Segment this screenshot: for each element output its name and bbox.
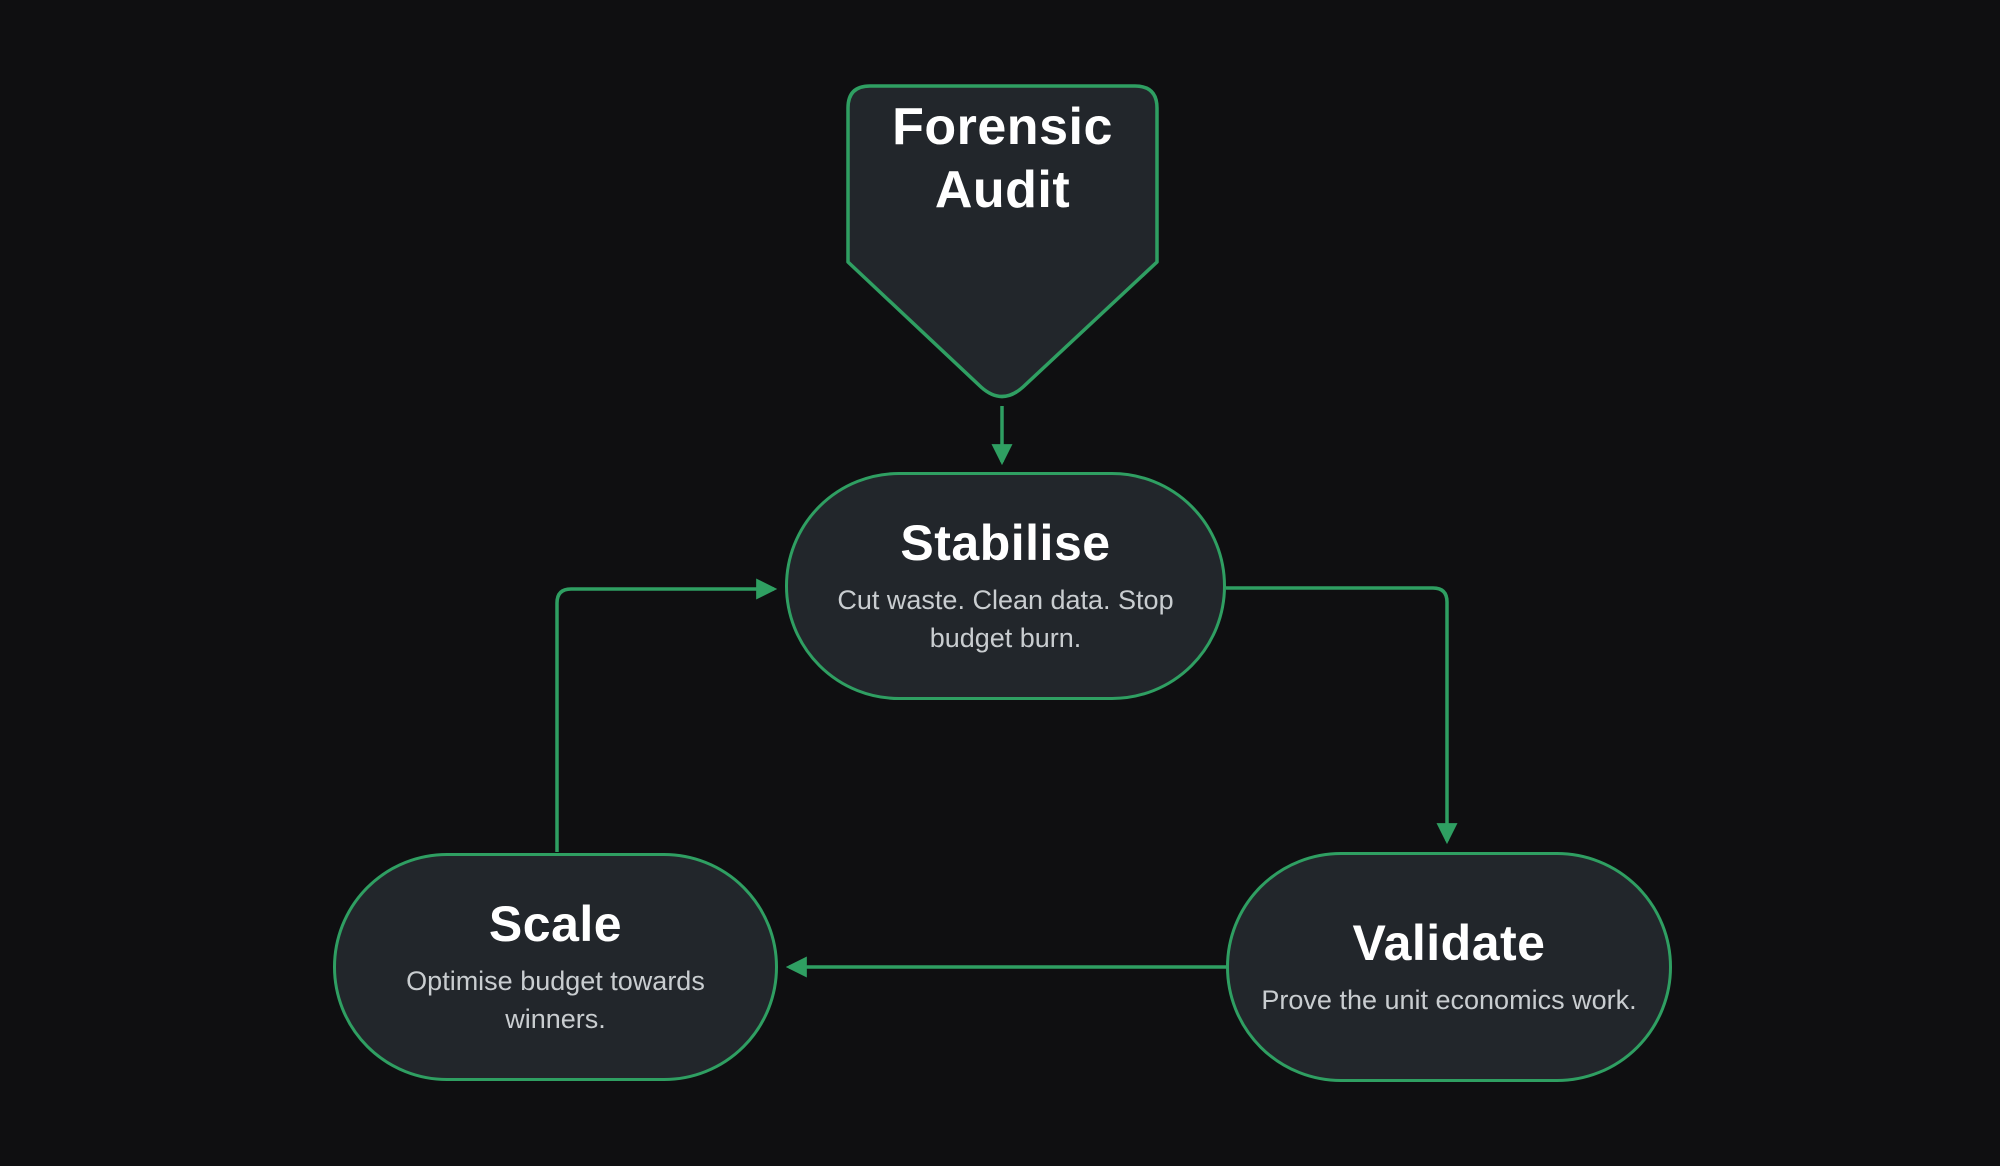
forensic-audit-node-shape bbox=[846, 84, 1159, 399]
stabilise-node-description: Cut waste. Clean data. Stop budget burn. bbox=[837, 585, 1174, 653]
edge-stabilise-to-validate bbox=[1226, 586, 1458, 845]
stabilise-node: Stabilise Cut waste. Clean data. Stop bu… bbox=[785, 472, 1226, 700]
scale-node-description: Optimise budget towards winners. bbox=[406, 966, 705, 1034]
forensic-audit-node-title: Forensic Audit bbox=[892, 98, 1113, 220]
scale-node-title: Scale bbox=[488, 896, 623, 953]
stabilise-node-title: Stabilise bbox=[900, 515, 1111, 572]
validate-node: Validate Prove the unit economics work. bbox=[1226, 852, 1672, 1082]
validate-node-title: Validate bbox=[1352, 915, 1546, 972]
validate-node-description: Prove the unit economics work. bbox=[1261, 985, 1637, 1016]
edge-scale-to-stabilise bbox=[555, 578, 778, 852]
scale-node: Scale Optimise budget towards winners. bbox=[333, 853, 778, 1081]
